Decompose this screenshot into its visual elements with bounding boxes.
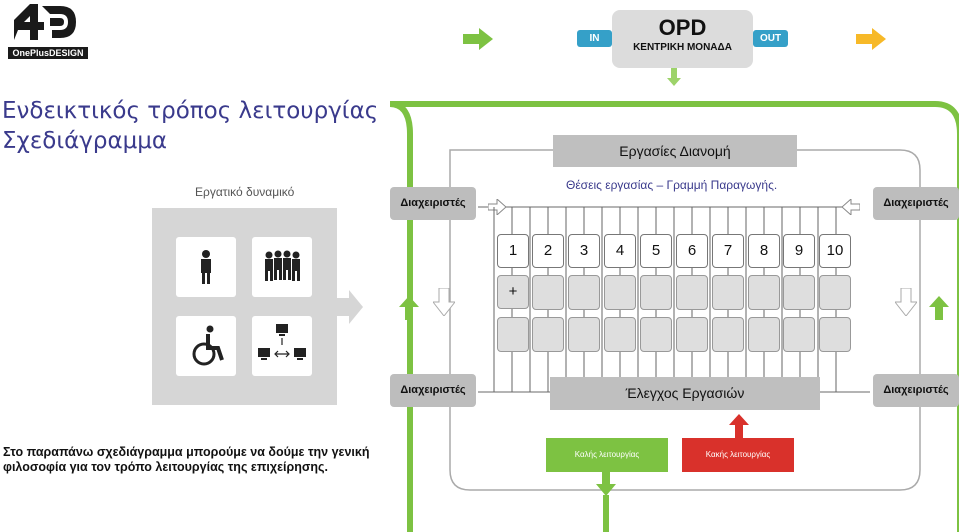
task-control-label: Έλεγχος Εργασιών (550, 377, 820, 410)
in-arrow-icon (463, 28, 493, 50)
process-diagram (389, 101, 959, 532)
grid-cell (532, 317, 564, 352)
grid-cell (819, 317, 851, 352)
grid-cell (712, 317, 744, 352)
logo-tagline: OnePlusDESIGN (8, 47, 88, 59)
station-1: 1 (497, 234, 529, 268)
grid-cell (640, 275, 672, 310)
good-down-arrow-icon (596, 472, 616, 496)
station-10: 10 (819, 234, 851, 268)
green-output-line (603, 495, 609, 532)
managers-top-left: Διαχειριστές (390, 187, 476, 220)
grid-cell (783, 275, 815, 310)
opd-central-unit: OPD ΚΕΝΤΡΙΚΗ ΜΟΝΑΔΑ (612, 10, 753, 68)
grid-cell (640, 317, 672, 352)
workstations-caption: Θέσεις εργασίας – Γραμμή Παραγωγής. (566, 178, 778, 192)
network-computers-icon (258, 324, 306, 360)
wheelchair-icon (192, 325, 224, 366)
group-icon (265, 250, 300, 281)
managers-bottom-right: Διαχειριστές (873, 374, 959, 407)
station-9: 9 (783, 234, 815, 268)
company-logo: OnePlusDESIGN (4, 0, 88, 60)
station-7: 7 (712, 234, 744, 268)
network-tile (252, 316, 312, 376)
station-2: 2 (532, 234, 564, 268)
bad-up-arrow-icon (729, 414, 749, 440)
green-frame (389, 101, 959, 532)
rail-right-arrow-icon (488, 199, 506, 215)
station-6: 6 (676, 234, 708, 268)
down-left-arrow-icon (433, 288, 455, 316)
grid-cell (568, 275, 600, 310)
person-tile (176, 237, 236, 297)
station-3: 3 (568, 234, 600, 268)
person-icon (201, 250, 211, 284)
group-tile (252, 237, 312, 297)
description-text: Στο παραπάνω σχεδιάγραμμα μπορούμε να δο… (3, 445, 370, 474)
opd-subtitle: ΚΕΝΤΡΙΚΗ ΜΟΝΑΔΑ (633, 42, 732, 53)
station-8: 8 (748, 234, 780, 268)
workforce-arrow-icon (337, 290, 363, 324)
up-left-green-arrow-icon (399, 296, 419, 320)
logo-mark-icon (14, 4, 76, 40)
in-badge: IN (577, 30, 612, 47)
out-badge: OUT (753, 30, 788, 47)
grid-cell (604, 317, 636, 352)
grid-cell (748, 317, 780, 352)
down-right-arrow-icon (895, 288, 917, 316)
page-subtitle: Σχεδιάγραμμα (2, 128, 168, 154)
good-operation-box: Καλής λειτουργίας (546, 438, 668, 472)
station-5: 5 (640, 234, 672, 268)
opd-down-arrow-icon (667, 68, 681, 86)
grid-cell (604, 275, 636, 310)
grid-cell (676, 275, 708, 310)
grid-cell (783, 317, 815, 352)
grid-cell (748, 275, 780, 310)
workforce-label: Εργατικό δυναμικό (195, 185, 295, 199)
managers-bottom-left: Διαχειριστές (390, 374, 476, 407)
grid-cell (676, 317, 708, 352)
managers-top-right: Διαχειριστές (873, 187, 959, 220)
page-title: Ενδεικτικός τρόπος λειτουργίας (2, 98, 379, 124)
station-4: 4 (604, 234, 636, 268)
out-arrow-icon (856, 28, 886, 50)
grid-cell (568, 317, 600, 352)
wheelchair-tile (176, 316, 236, 376)
plus-cell: + (497, 275, 529, 309)
opd-title: OPD (658, 15, 707, 40)
tasks-distribution-label: Εργασίες Διανομή (553, 135, 797, 167)
up-right-green-arrow-icon (929, 296, 949, 320)
grid-cell (532, 275, 564, 310)
grid-cell (819, 275, 851, 310)
bad-operation-box: Κακής λειτουργίας (682, 438, 794, 472)
grid-cell (497, 317, 529, 352)
inner-frame (449, 149, 921, 491)
grid-cell (712, 275, 744, 310)
rail-left-arrow-icon (842, 199, 860, 215)
